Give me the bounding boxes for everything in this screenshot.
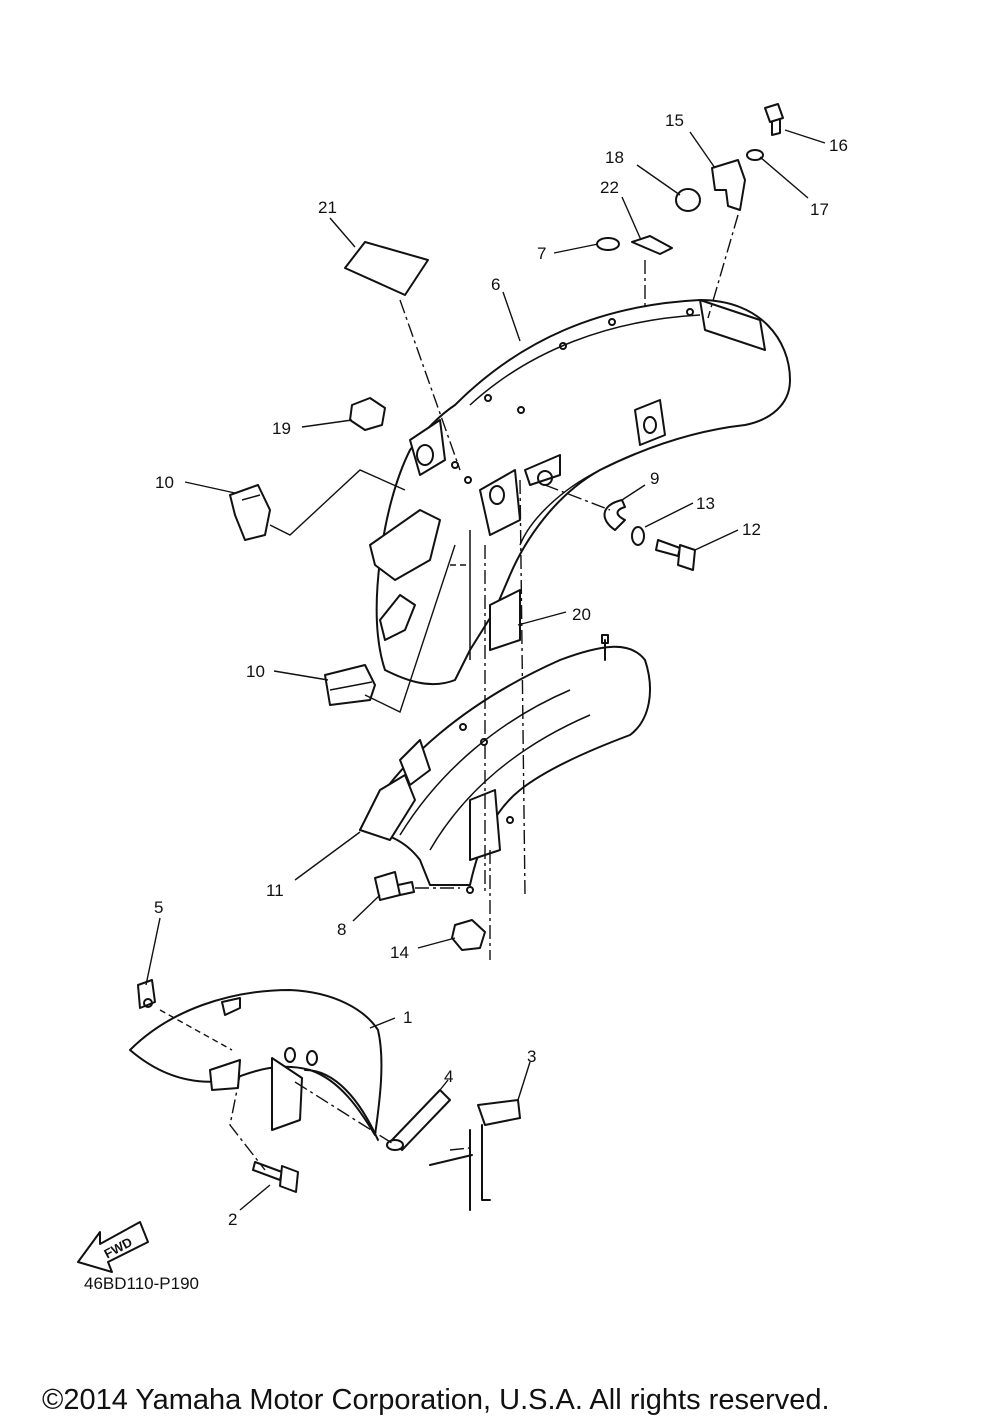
callout-10-lower: 10 — [246, 662, 265, 681]
callout-6: 6 — [491, 275, 500, 294]
grommet-19 — [349, 397, 386, 431]
screw-16 — [764, 103, 784, 136]
rear-fender — [369, 299, 791, 686]
bracket-15 — [711, 159, 746, 211]
washer-7 — [596, 237, 620, 251]
callout-11: 11 — [266, 881, 284, 900]
callout-14: 14 — [390, 943, 409, 962]
callout-1: 1 — [403, 1008, 412, 1027]
bolt-2 — [252, 1161, 299, 1193]
callout-19: 19 — [272, 419, 291, 438]
callout-2: 2 — [228, 1210, 237, 1229]
callout-16: 16 — [829, 136, 848, 155]
pad-20 — [489, 589, 521, 651]
callout-17: 17 — [810, 200, 829, 219]
callouts: 1 2 3 4 5 6 7 8 9 10 10 11 12 13 14 15 1… — [154, 111, 848, 1229]
fwd-arrow: FWD — [77, 1221, 149, 1273]
callout-21: 21 — [318, 198, 337, 217]
copyright-notice: ©2014 Yamaha Motor Corporation, U.S.A. A… — [42, 1384, 830, 1416]
callout-5: 5 — [154, 898, 163, 917]
bolt-12 — [655, 539, 696, 571]
callout-4: 4 — [444, 1067, 453, 1086]
callout-8: 8 — [337, 920, 346, 939]
washer-17 — [746, 149, 764, 161]
clip-9 — [603, 499, 626, 531]
callout-20: 20 — [572, 605, 591, 624]
callout-10-upper: 10 — [155, 473, 174, 492]
callout-18: 18 — [605, 148, 624, 167]
diagram-code: 46BD110-P190 — [84, 1274, 199, 1293]
callout-22: 22 — [600, 178, 619, 197]
nut-14 — [451, 919, 486, 951]
callout-3: 3 — [527, 1047, 536, 1066]
washer-13 — [631, 526, 645, 546]
label-21 — [344, 241, 429, 296]
clip-22 — [631, 235, 673, 255]
bracket-3 — [429, 1099, 521, 1211]
front-fender — [129, 989, 383, 1141]
callout-13: 13 — [696, 494, 715, 513]
callout-7: 7 — [537, 244, 546, 263]
cap-18 — [675, 188, 701, 212]
stay-4 — [386, 1089, 451, 1151]
leader-lines — [145, 129, 826, 1211]
callout-15: 15 — [665, 111, 684, 130]
clip-10-lower — [324, 664, 376, 706]
bolt-8 — [374, 871, 415, 901]
clip-10-upper — [229, 484, 271, 541]
callout-12: 12 — [742, 520, 761, 539]
assembly-lines — [159, 214, 739, 1171]
callout-9: 9 — [650, 469, 659, 488]
